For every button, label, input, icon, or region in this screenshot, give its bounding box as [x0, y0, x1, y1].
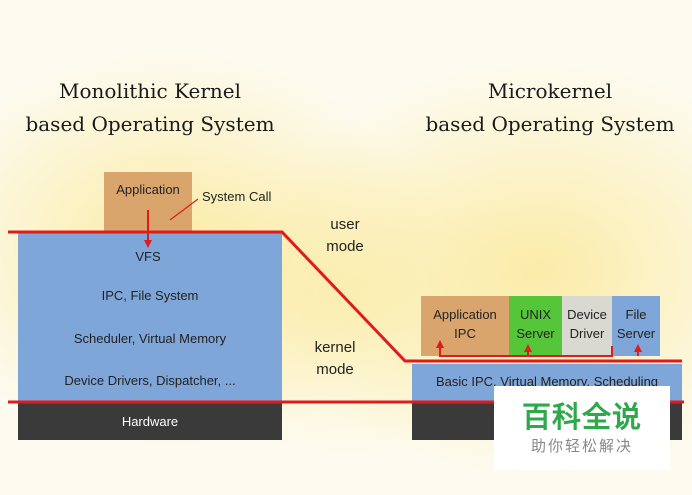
server-application-ipc: Application IPC [421, 296, 509, 356]
user-mode-line-2: mode [326, 238, 364, 255]
system-call-label: System Call [202, 189, 272, 204]
monolithic-kernel-block [18, 232, 282, 402]
layer-scheduler-virtual-memory: Scheduler, Virtual Memory [73, 330, 227, 346]
server-file-line-1: File [625, 307, 647, 322]
ipc-arrow [436, 340, 613, 357]
microkernel-title-line-1: Microkernel [487, 79, 613, 103]
monolithic-title-line-1: Monolithic Kernel [58, 79, 242, 103]
monolithic-title: Monolithic Kernel based Operating System [20, 75, 280, 141]
monolithic-hardware-label: Hardware [121, 413, 179, 429]
server-unix-line-2: Server [516, 326, 555, 341]
user-kernel-boundary-line [8, 230, 682, 363]
kernel-mode-line-1: kernel [314, 339, 356, 356]
user-mode-line-1: user [330, 216, 360, 233]
monolithic-title-line-2: based Operating System [25, 112, 275, 136]
server-unix-line-1: UNIX [519, 307, 552, 322]
server-application-ipc-line-1: Application [433, 307, 497, 322]
layer-ipc-file-system: IPC, File System [101, 287, 199, 303]
server-device-driver-line-2: Driver [569, 326, 605, 341]
kernel-mode-line-2: mode [316, 361, 354, 378]
watermark: 百科全说 助你轻松解决 [494, 386, 670, 470]
monolithic-application-label: Application [116, 182, 180, 197]
server-file-line-2: Server [616, 326, 656, 341]
monolithic-hardware-block: Hardware [18, 402, 282, 440]
kernel-mode-label: kernel mode [295, 337, 375, 381]
layer-vfs: VFS [135, 248, 161, 264]
server-unix: UNIX Server [509, 296, 562, 356]
system-call-diagonal [169, 198, 199, 221]
user-mode-label: user mode [305, 214, 385, 258]
server-device-driver: Device Driver [562, 296, 612, 356]
layer-device-drivers-dispatcher: Device Drivers, Dispatcher, ... [64, 372, 236, 388]
watermark-sub-text: 助你轻松解决 [530, 437, 633, 455]
server-application-ipc-line-2: IPC [454, 326, 476, 341]
server-file: File Server [612, 296, 660, 356]
watermark-main-text: 百科全说 [521, 400, 642, 434]
microkernel-title: Microkernel based Operating System [420, 75, 680, 141]
server-device-driver-line-1: Device [567, 307, 607, 322]
microkernel-title-line-2: based Operating System [425, 112, 675, 136]
microkernel-kernel-label: Basic IPC, Virtual Memory, Scheduling [435, 374, 659, 389]
